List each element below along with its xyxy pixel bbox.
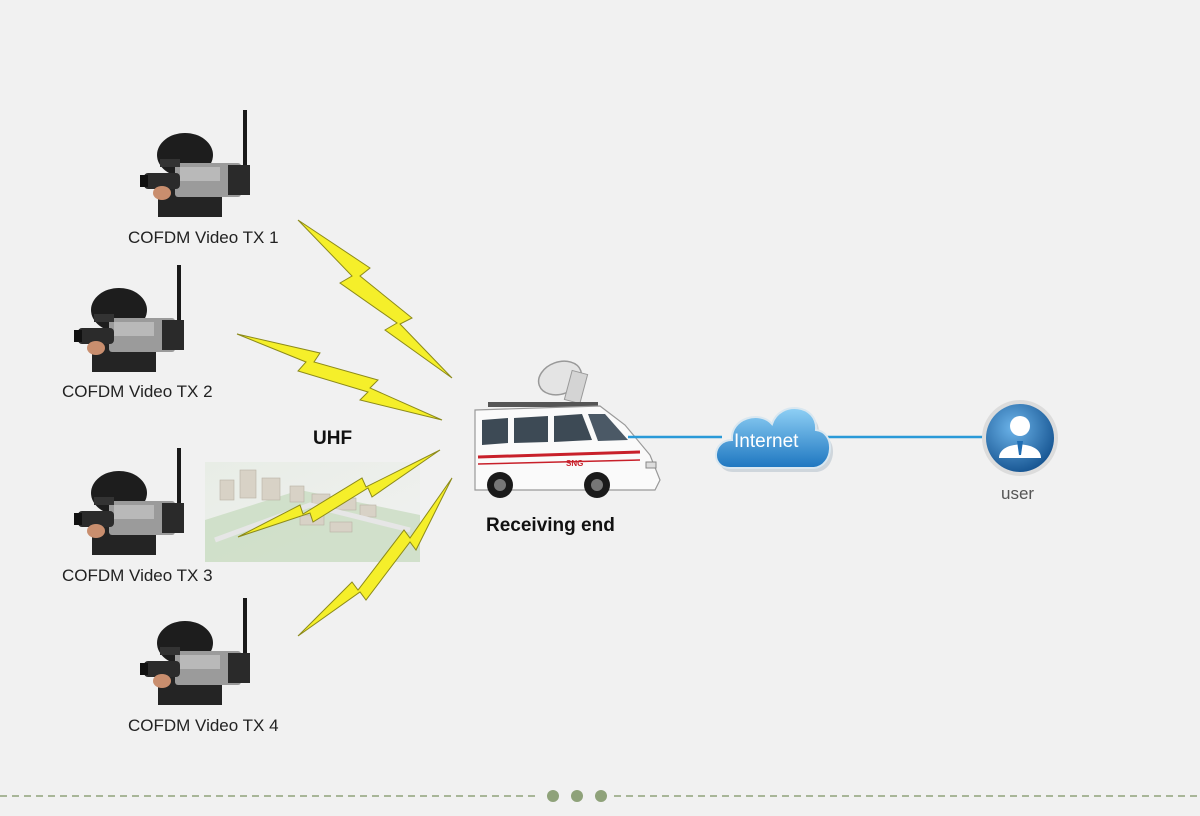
band-label: UHF: [313, 428, 352, 449]
camera-operator-icon: [74, 265, 184, 372]
sng-van-icon: SNG: [474, 360, 661, 498]
transmitter-label: COFDM Video TX 2: [62, 382, 213, 401]
camera-operator-icon: [140, 598, 250, 705]
cloud-label: Internet: [734, 431, 799, 452]
transmitter-label: COFDM Video TX 3: [62, 566, 213, 585]
lightning-bolt-icon: [236, 333, 443, 421]
user-label: user: [1001, 484, 1034, 503]
divider-dot: [547, 790, 559, 802]
satellite-dish-icon: [537, 360, 589, 405]
divider-dot: [571, 790, 583, 802]
transmitter-label: COFDM Video TX 1: [128, 228, 279, 247]
transmitter-4: COFDM Video TX 4: [128, 598, 279, 735]
transmitter-1: COFDM Video TX 1: [128, 110, 279, 247]
camera-operator-icon: [74, 448, 184, 555]
cloud-icon: Internet: [715, 407, 834, 472]
receiver-label: Receiving end: [486, 515, 615, 536]
transmitter-2: COFDM Video TX 2: [62, 265, 213, 401]
transmitter-3: COFDM Video TX 3: [62, 448, 213, 585]
transmitter-label: COFDM Video TX 4: [128, 716, 279, 735]
divider-dot: [595, 790, 607, 802]
camera-operator-icon: [140, 110, 250, 217]
van-text: SNG: [566, 459, 583, 468]
bottom-divider: [0, 790, 1200, 802]
lightning-bolt-icon: [297, 219, 453, 379]
lightning-bolt-icon: [237, 449, 441, 538]
user-icon: [982, 400, 1058, 476]
lightning-bolt-icon: [297, 477, 453, 637]
